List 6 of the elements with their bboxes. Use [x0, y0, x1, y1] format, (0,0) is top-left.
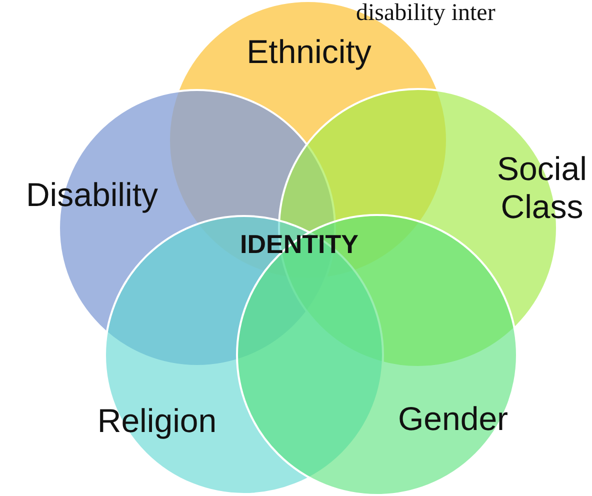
circle-label: Religion — [97, 402, 217, 440]
circle-label: Disability — [26, 176, 158, 214]
circle-label: Social Class — [496, 150, 588, 226]
circle-label: Gender — [398, 400, 508, 438]
circle-label: Ethnicity — [246, 33, 372, 71]
cut-off-text: disability inter — [356, 0, 496, 26]
